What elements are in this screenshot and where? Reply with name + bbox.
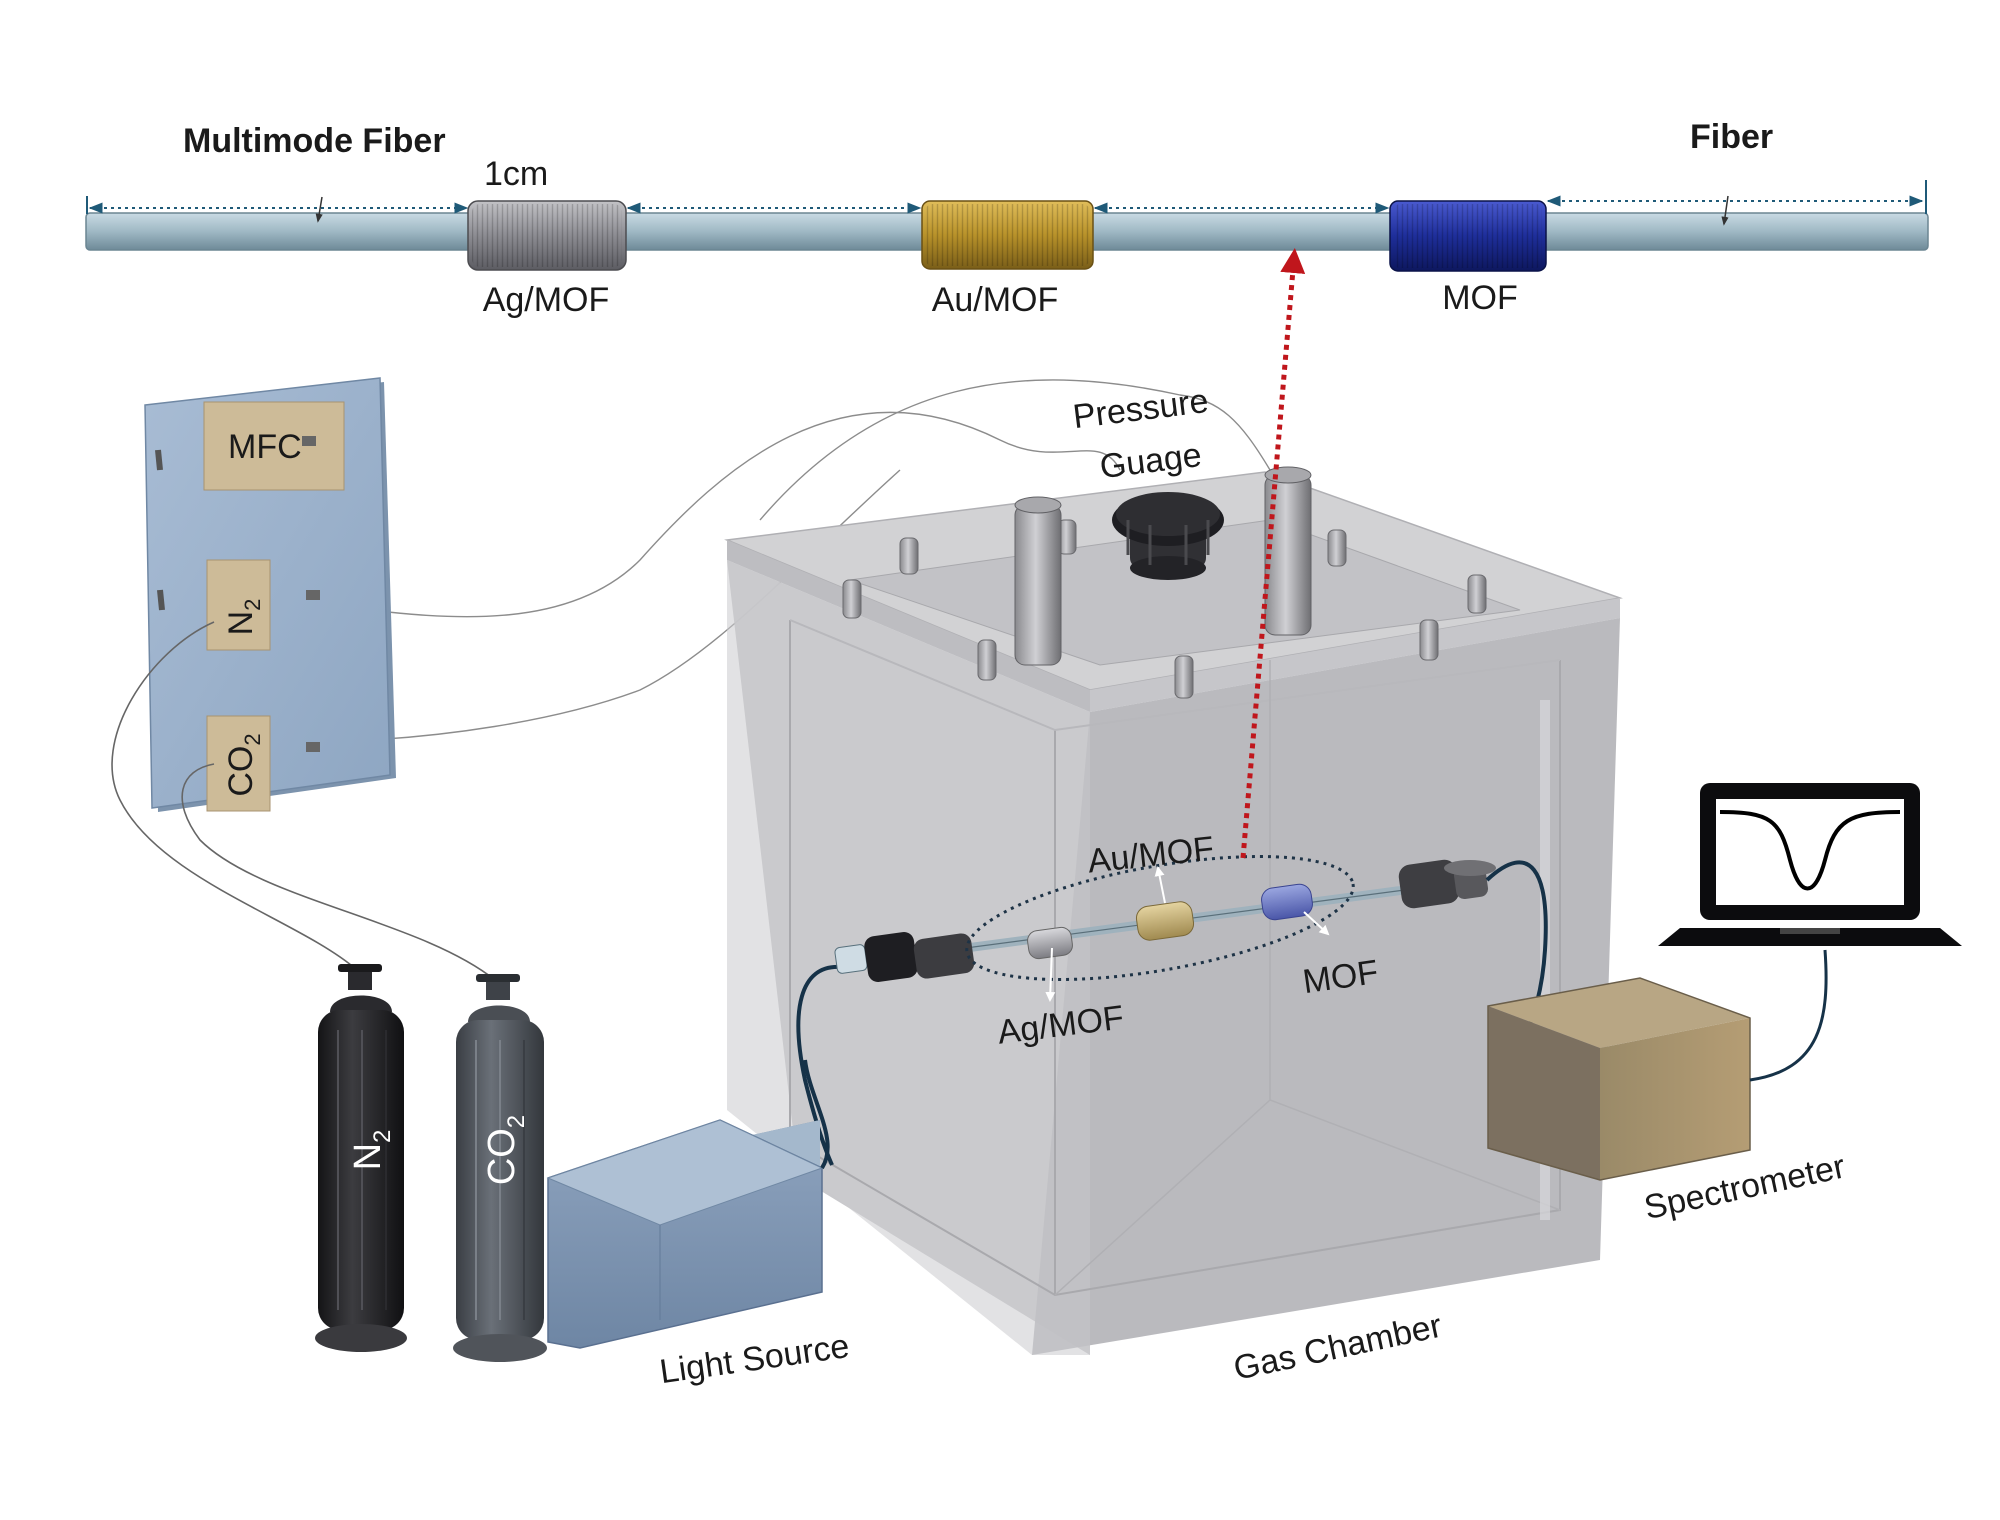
mfc-panel: MFC N2 CO2 <box>144 377 396 812</box>
co2-cylinder-label: CO2 <box>481 1115 530 1185</box>
mfc-label-box <box>203 401 345 491</box>
spectrum-dip-curve <box>1719 810 1901 891</box>
length-label: 1cm <box>484 155 548 193</box>
sensor-region-ellipse <box>965 855 1355 981</box>
light-source: Light Source <box>546 1119 852 1391</box>
strip-label-mof: MOF <box>1442 279 1518 317</box>
pressure-gauge-knob <box>1112 492 1224 580</box>
laptop <box>1658 783 1962 946</box>
chamber-au-mof-sensor <box>1135 901 1195 941</box>
chamber-mof-sensor <box>1261 883 1313 921</box>
pressure-gauge-label-line1: Pressure <box>1071 382 1211 436</box>
cylinder-hoses <box>111 621 496 981</box>
pressure-gauge-label-line2: Guage <box>1098 436 1204 486</box>
zoom-pointer-arrow <box>1240 248 1306 859</box>
chamber-fiber-assembly <box>796 855 1548 1166</box>
light-source-label: Light Source <box>657 1327 851 1391</box>
multimode-fiber-label: Multimode Fiber <box>183 122 446 160</box>
gas-chamber: Au/MOF Ag/MOF MOF Pressure Guage Gas Cha… <box>724 382 1623 1388</box>
fiber-label: Fiber <box>1690 118 1773 156</box>
n2-cylinder: N2 <box>315 964 407 1352</box>
chamber-front-right <box>1032 618 1620 1355</box>
mfc-label: MFC <box>228 428 302 466</box>
lid-bolts <box>842 519 1487 699</box>
fiber-feedthrough-posts <box>1014 466 1312 666</box>
chamber-ag-mof-sensor <box>1027 926 1073 960</box>
strip-label-ag-mof: Ag/MOF <box>483 281 610 319</box>
strip-label-au-mof: Au/MOF <box>932 281 1059 319</box>
fiber-strip: Multimode Fiber Fiber 1cm Ag/MOF Au/MOF … <box>85 118 1929 319</box>
n2-port-label: N2 <box>222 599 265 636</box>
co2-cylinder: CO2 <box>453 974 547 1362</box>
co2-port-label: CO2 <box>222 733 265 796</box>
n2-cylinder-label: N2 <box>347 1130 396 1171</box>
gas-chamber-label: Gas Chamber <box>1230 1307 1445 1388</box>
co2-port-box <box>206 715 271 812</box>
n2-port-box <box>206 559 271 651</box>
